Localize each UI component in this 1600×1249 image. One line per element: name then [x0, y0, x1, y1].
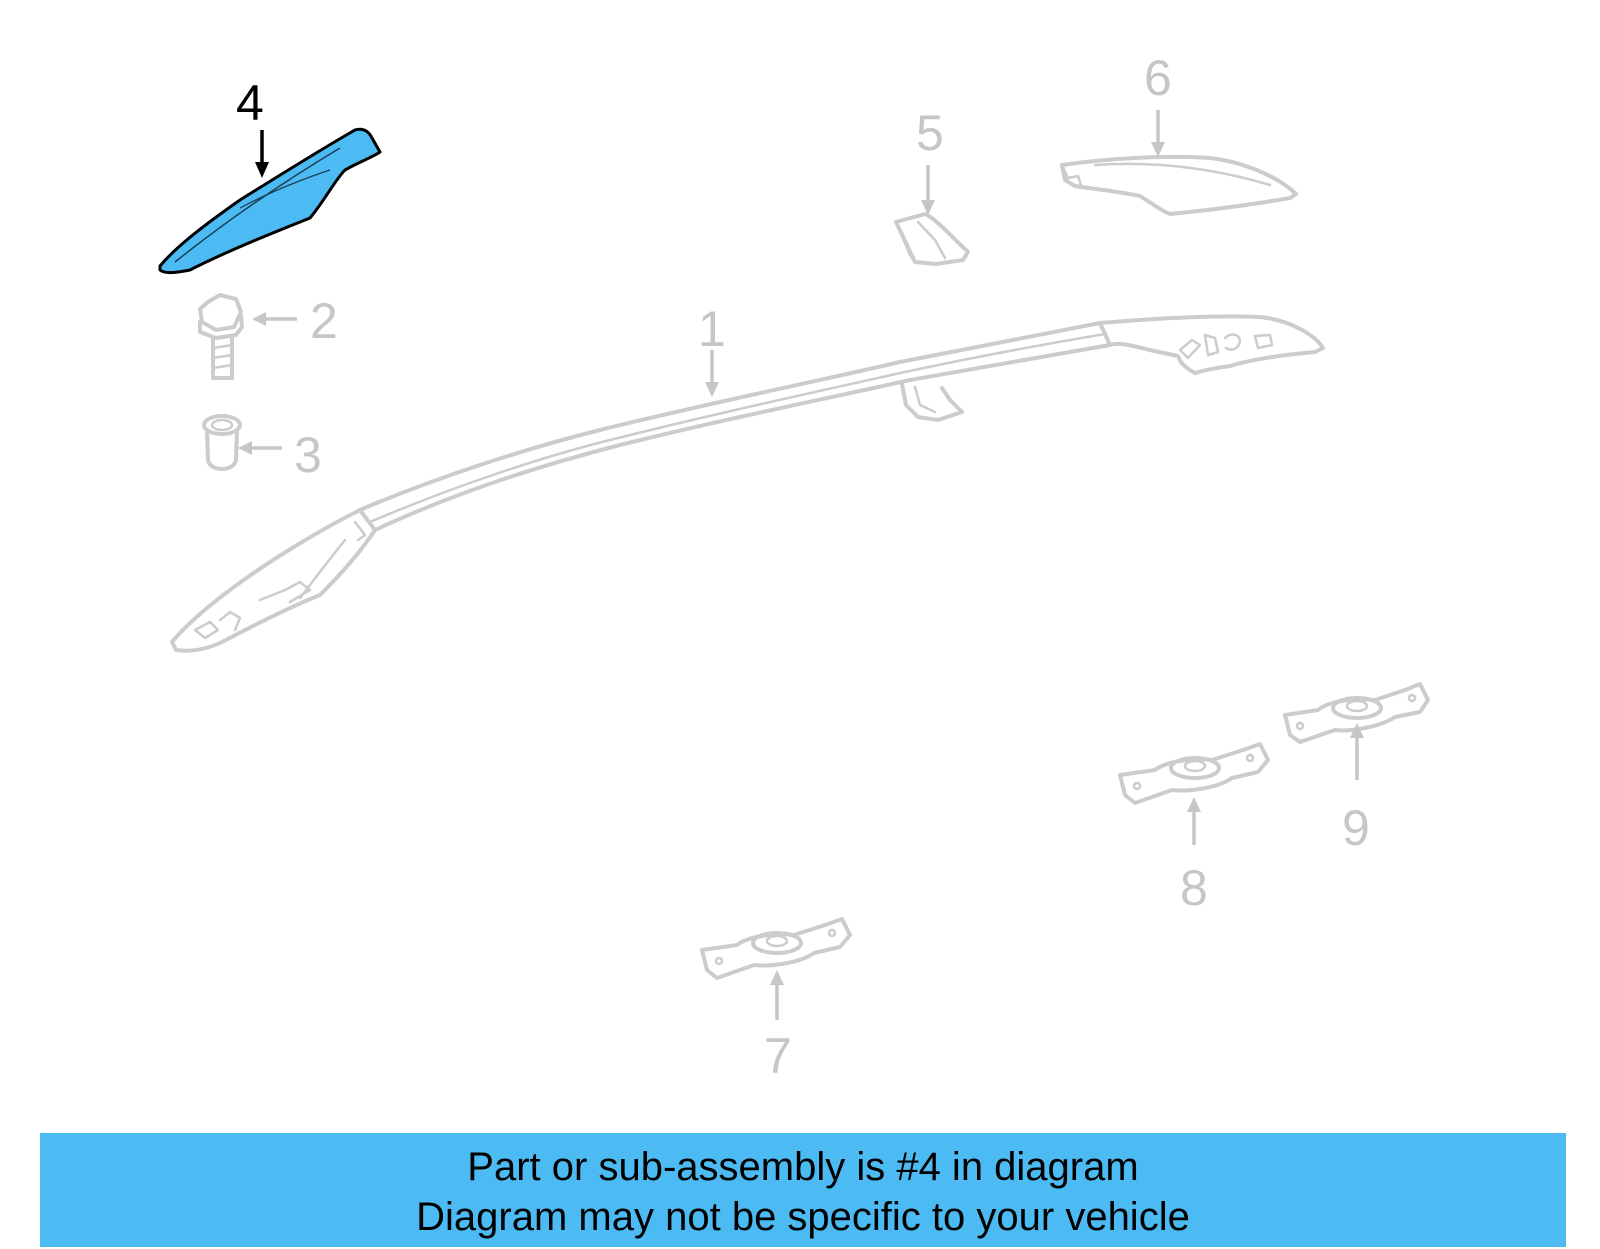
callout-1: 1: [698, 301, 726, 397]
info-banner: Part or sub-assembly is #4 in diagram Di…: [40, 1133, 1566, 1247]
svg-text:1: 1: [698, 301, 726, 357]
part-1-roof-rail[interactable]: [170, 314, 1325, 653]
part-7-bracket[interactable]: [700, 917, 852, 980]
callout-4: 4: [236, 75, 269, 178]
svg-text:4: 4: [236, 75, 264, 131]
part-3-clip[interactable]: [202, 414, 242, 471]
callout-5: 5: [916, 105, 944, 215]
callout-2: 2: [252, 293, 338, 349]
svg-text:2: 2: [310, 293, 338, 349]
part-9-bracket[interactable]: [1283, 682, 1430, 744]
callout-9: 9: [1342, 723, 1370, 856]
part-2-bolt[interactable]: [198, 293, 244, 380]
callout-8: 8: [1180, 797, 1208, 916]
callout-6: 6: [1144, 50, 1172, 157]
part-8-bracket[interactable]: [1118, 742, 1270, 805]
svg-text:6: 6: [1144, 50, 1172, 106]
svg-text:7: 7: [764, 1028, 792, 1084]
callout-7: 7: [764, 970, 792, 1084]
svg-text:5: 5: [916, 105, 944, 161]
svg-text:9: 9: [1342, 800, 1370, 856]
banner-line-disclaimer: Diagram may not be specific to your vehi…: [416, 1195, 1190, 1239]
part-5-clip[interactable]: [894, 212, 970, 266]
svg-text:3: 3: [294, 427, 322, 483]
part-6-rear-cover[interactable]: [1060, 154, 1298, 216]
part-4-end-cover[interactable]: [158, 127, 382, 275]
callout-3: 3: [238, 427, 322, 483]
svg-text:8: 8: [1180, 860, 1208, 916]
banner-line-part-number: Part or sub-assembly is #4 in diagram: [467, 1145, 1139, 1189]
